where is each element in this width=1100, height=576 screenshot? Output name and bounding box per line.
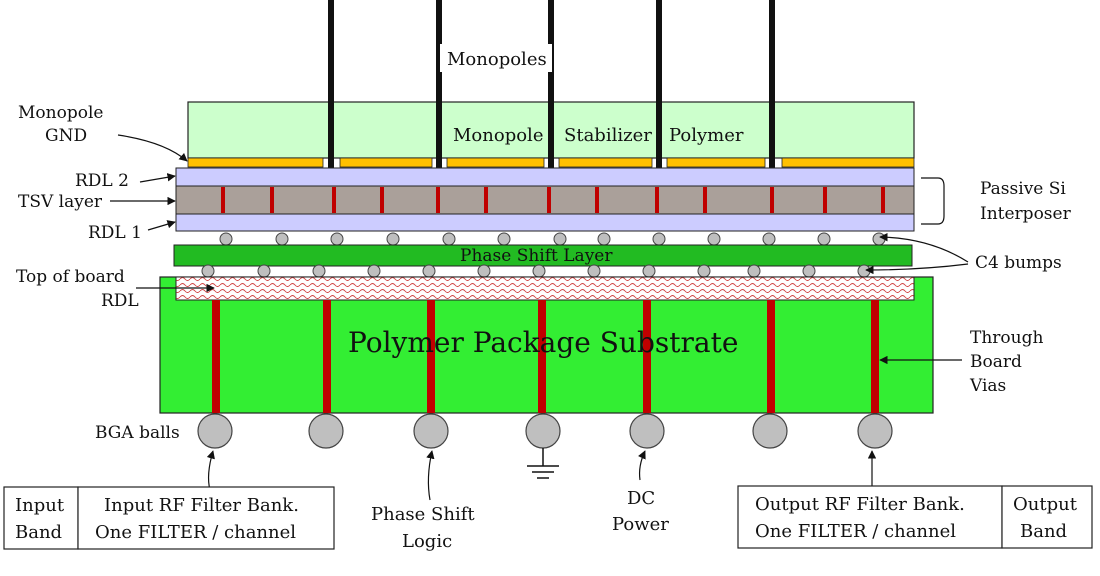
ground-icon — [527, 448, 559, 479]
through-board-label-line2: Board — [970, 352, 1022, 372]
rdl1-arrow — [147, 220, 176, 231]
output-band-line1: Output — [1013, 494, 1078, 515]
monopole-gnd-label-line2: GND — [45, 126, 87, 146]
passive-si-label-line2: Interposer — [980, 204, 1072, 224]
input-band-line1: Input — [15, 495, 65, 516]
phase-shift-layer-label: Phase Shift Layer — [460, 246, 613, 266]
tsv-layer-label: TSV layer — [18, 192, 103, 212]
output-band-line2: Band — [1020, 521, 1067, 542]
top-of-board-rdl — [175, 276, 915, 301]
monopole-gnd-label-line1: Monopole — [18, 103, 103, 123]
bga-balls — [197, 413, 893, 449]
monopoles-label: Monopoles — [447, 49, 547, 70]
polymer-package-substrate-label: Polymer Package Substrate — [348, 326, 738, 359]
output-filter-line1: Output RF Filter Bank. — [755, 494, 965, 515]
c4-bumps-label: C4 bumps — [975, 253, 1062, 273]
rdl1-label: RDL 1 — [88, 223, 142, 243]
passive-si-brace — [921, 177, 945, 225]
output-filter-line2: One FILTER / channel — [755, 521, 956, 542]
monopoles — [328, 0, 775, 168]
monopole-gnd-layer — [187, 157, 915, 168]
dc-power-arrow — [637, 450, 646, 481]
top-of-board-label-line1: Top of board — [16, 267, 125, 287]
tsv-vias — [221, 187, 885, 213]
through-board-label-line3: Vias — [969, 376, 1006, 396]
input-arrow — [206, 450, 215, 491]
monopole-gnd-arrow — [117, 134, 188, 162]
input-filter-line1: Input RF Filter Bank. — [104, 495, 299, 516]
c4-bumps-arrow-lower — [865, 263, 969, 275]
output-band-box — [1001, 485, 1093, 549]
output-filter-box — [737, 485, 1003, 549]
phase-shift-logic-line1: Phase Shift — [371, 504, 475, 525]
stabilizer-word3: Polymer — [669, 125, 744, 146]
stabilizer-word1: Monopole — [453, 125, 543, 146]
through-board-label-line1: Through — [970, 328, 1043, 348]
rdl1-layer — [175, 213, 915, 232]
input-filter-box — [77, 486, 335, 550]
c4-bumps-lower — [201, 264, 871, 278]
stabilizer-word2: Stabilizer — [564, 125, 652, 146]
through-board-vias — [212, 300, 879, 413]
c4-bumps-arrow-upper — [879, 232, 969, 263]
phase-logic-arrow — [426, 450, 435, 501]
dc-power-line2: Power — [612, 514, 669, 535]
c4-bumps-upper — [219, 232, 886, 246]
passive-si-label-line1: Passive Si — [980, 179, 1066, 199]
phase-shift-logic-line2: Logic — [402, 531, 452, 552]
top-of-board-label-line2: RDL — [101, 291, 139, 311]
dc-power-line1: DC — [627, 488, 655, 509]
bga-balls-label: BGA balls — [95, 423, 180, 443]
input-filter-line2: One FILTER / channel — [95, 522, 296, 543]
rdl2-arrow — [139, 173, 176, 183]
rdl2-label: RDL 2 — [75, 171, 129, 191]
input-band-box — [3, 486, 79, 550]
tsv-layer — [175, 185, 915, 215]
rdl2-layer — [175, 167, 915, 187]
input-band-line2: Band — [15, 522, 62, 543]
